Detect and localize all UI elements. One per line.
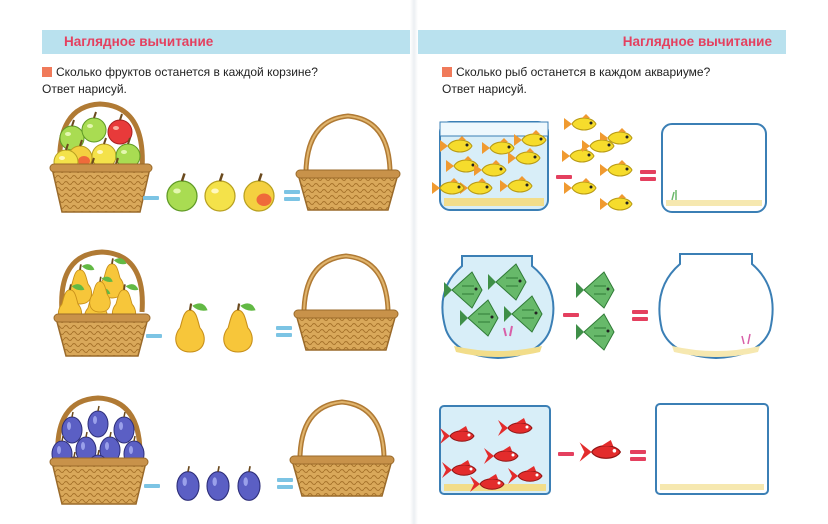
minus-sign [556, 175, 572, 179]
yellow-fish-taken [561, 113, 633, 211]
green-fish-taken [575, 271, 615, 351]
right-answer-hint: Ответ нарисуй. [442, 82, 527, 96]
empty-aquarium [661, 123, 767, 213]
minus-sign [143, 196, 159, 200]
left-question: Сколько фруктов останется в каждой корзи… [56, 65, 318, 79]
apples-taken [165, 172, 276, 213]
minus-sign [558, 452, 574, 456]
pears-taken [174, 302, 257, 354]
left-task: Сколько фруктов останется в каждой корзи… [42, 64, 318, 98]
equals-sign [284, 190, 300, 201]
minus-sign [563, 313, 579, 317]
task-marker-icon [42, 67, 52, 77]
yellow-fish-aquarium [431, 121, 549, 211]
apple-basket [49, 101, 153, 213]
right-question: Сколько рыб останется в каждом аквариуме… [456, 65, 711, 79]
equals-sign [630, 450, 646, 461]
right-page-header: Наглядное вычитание [414, 30, 786, 54]
red-fish-aquarium [439, 405, 551, 495]
task-marker-icon [442, 67, 452, 77]
pear-basket [53, 249, 151, 357]
empty-basket [294, 256, 398, 350]
left-page-header: Наглядное вычитание [42, 30, 414, 54]
left-page-title: Наглядное вычитание [64, 34, 214, 49]
minus-sign [144, 484, 160, 488]
equals-sign [277, 478, 293, 489]
equals-sign [640, 170, 656, 181]
empty-fish-bowl [658, 253, 774, 360]
green-fish-bowl [441, 255, 555, 360]
right-page-title: Наглядное вычитание [622, 34, 772, 49]
right-task: Сколько рыб останется в каждом аквариуме… [442, 64, 710, 98]
equals-sign [276, 326, 292, 337]
empty-basket [296, 116, 400, 210]
red-fish-taken [578, 439, 622, 463]
equals-sign [632, 310, 648, 321]
minus-sign [146, 334, 162, 338]
plums-taken [176, 465, 261, 502]
empty-basket [290, 402, 394, 496]
left-answer-hint: Ответ нарисуй. [42, 82, 127, 96]
empty-aquarium [655, 403, 769, 495]
book-gutter [410, 0, 418, 524]
plum-basket [49, 395, 149, 505]
